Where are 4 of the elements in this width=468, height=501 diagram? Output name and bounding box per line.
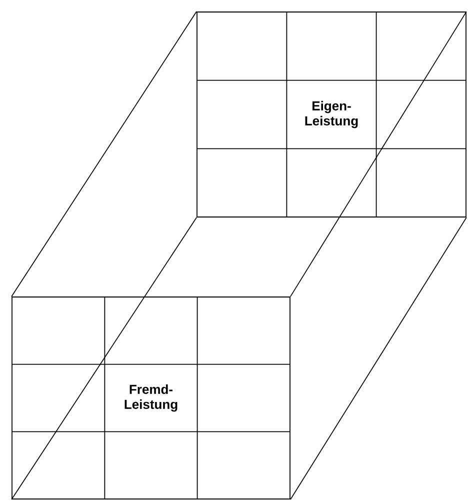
edge-line [11,11,197,297]
edge-line [290,11,467,297]
edge-line [11,217,197,500]
edge-line [290,217,467,500]
